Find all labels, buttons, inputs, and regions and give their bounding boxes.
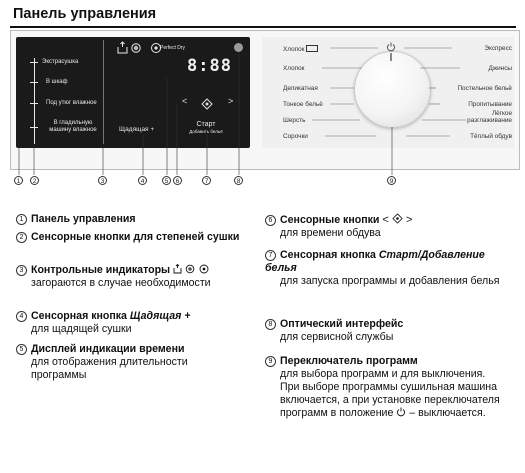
program-leader-lines: [312, 47, 466, 137]
callout-5: 5: [162, 176, 171, 185]
callout-1: 1: [14, 176, 23, 185]
program-jeans: Джинсы: [488, 65, 513, 72]
filter-clean-icon: [131, 43, 141, 53]
dryness-tick: [30, 82, 38, 83]
nav-right-button[interactable]: >: [228, 96, 234, 106]
program-delicate: Деликатная: [283, 85, 318, 92]
page-title: Панель управления: [13, 6, 157, 22]
dryness-tick: [30, 103, 38, 104]
dark-control-area: [16, 37, 250, 148]
program-dial[interactable]: [354, 51, 431, 128]
callout-6: 6: [173, 176, 182, 185]
dryness-divider: [103, 40, 104, 144]
power-icon: [386, 39, 396, 57]
dryness-bar: [34, 58, 36, 144]
indicator-icons: [116, 40, 176, 61]
dryness-tick: [30, 127, 38, 128]
callout-8: 8: [234, 176, 243, 185]
time-display: 8:88: [187, 56, 232, 76]
callout-3: 3: [98, 176, 107, 185]
dial-pointer: [390, 53, 392, 61]
callout-2: 2: [30, 176, 39, 185]
power-symbol-inline: [397, 407, 406, 417]
dryness-button-cupboard[interactable]: В шкаф: [46, 79, 68, 85]
program-warm-air: Тёплый обдув: [470, 133, 512, 140]
indicator-icons-inline: [173, 263, 211, 276]
program-impregnation: Пропитывание: [468, 101, 512, 108]
program-shirts: Сорочки: [283, 133, 308, 140]
start-button[interactable]: Старт: [196, 121, 216, 128]
program-wool: Шерсть: [283, 117, 306, 124]
program-express: Экспресс: [484, 45, 512, 52]
blow-time-icon: [201, 98, 213, 110]
dryness-button-extra[interactable]: Экстрасушка: [42, 59, 79, 65]
program-cotton-2: Хлопок: [283, 65, 305, 72]
dryness-tick: [30, 62, 38, 63]
callout-7: 7: [202, 176, 211, 185]
container-full-icon: [117, 41, 128, 54]
blow-arrows-inline: < >: [382, 213, 413, 226]
program-bedding: Постельное бельё: [457, 85, 512, 92]
dryness-button-ironing-machine[interactable]: В гладильную машину влажное: [49, 120, 97, 133]
gentle-button[interactable]: Щадящая +: [119, 126, 155, 133]
callout-4: 4: [138, 176, 147, 185]
cupboard-icon: [306, 45, 319, 52]
nav-center-button[interactable]: [201, 97, 213, 115]
optical-interface-icon: [234, 43, 243, 52]
start-button-sub: Добавить бельё: [189, 129, 223, 134]
program-easy-iron: Лёгкое разглаживание: [467, 110, 512, 124]
perfect-dry-label: Perfect Dry: [160, 45, 186, 51]
callout-leaders: [18, 52, 393, 175]
dryness-button-iron[interactable]: Под утюг влажное: [46, 100, 97, 106]
nav-left-button[interactable]: <: [182, 96, 188, 106]
program-lingerie: Тонкое бельё: [283, 101, 323, 108]
program-cotton-1: Хлопок: [283, 45, 319, 53]
title-rule: [10, 26, 516, 28]
callout-9: 9: [387, 176, 396, 185]
perfect-dry-icon: [151, 43, 161, 53]
